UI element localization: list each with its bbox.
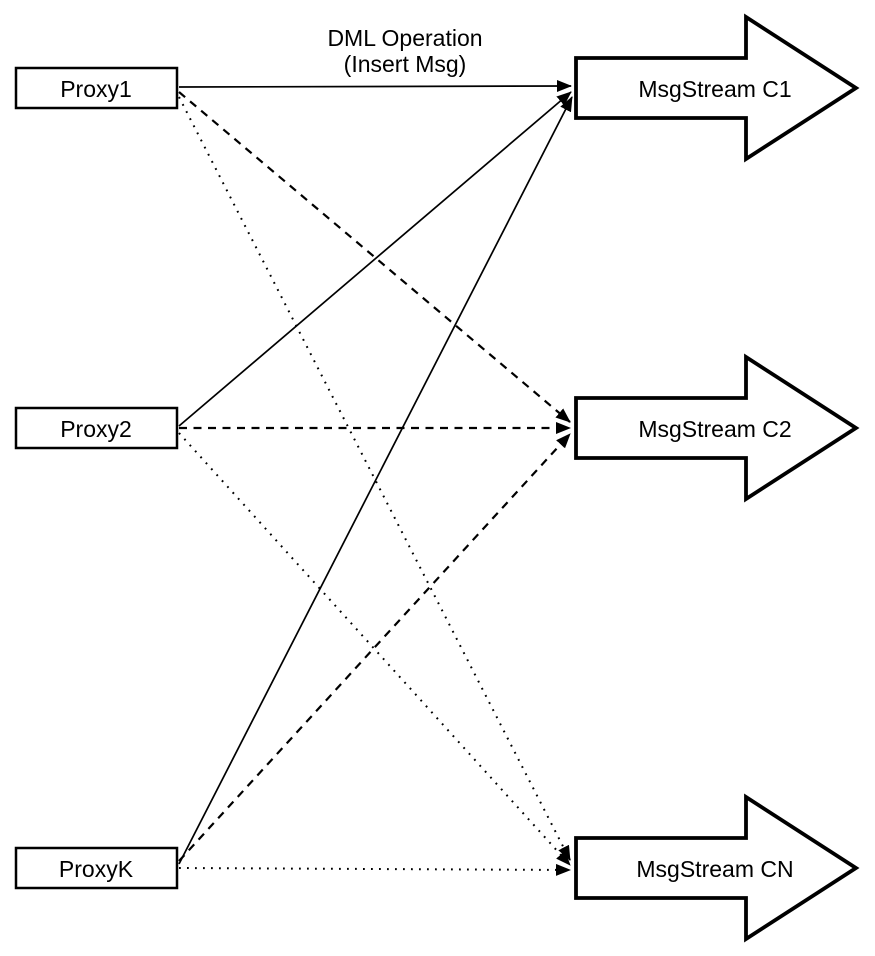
msgstream-cn-arrow-shape — [574, 793, 860, 943]
node-proxyk: ProxyK — [14, 846, 179, 890]
edge-annotation-line1: DML Operation — [327, 25, 482, 51]
msgstream-c1-label: MsgStream C1 — [638, 76, 791, 102]
msgstream-cn-label: MsgStream CN — [636, 856, 793, 882]
msgstream-c1-arrow-shape — [574, 13, 860, 163]
edge-annotation-line2: (Insert Msg) — [344, 51, 467, 77]
edge-proxy1-msgstream-c2 — [178, 91, 571, 423]
node-msgstream-c2: MsgStream C2 — [574, 353, 860, 503]
msgstream-c2-arrow-shape — [574, 353, 860, 503]
edge-annotation: DML Operation (Insert Msg) — [327, 25, 482, 77]
edge-proxy2-msgstream-cn — [178, 432, 571, 866]
proxy1-label: Proxy1 — [60, 76, 132, 102]
node-proxy2: Proxy2 — [14, 406, 179, 450]
node-proxy1: Proxy1 — [14, 66, 179, 110]
edge-proxyk-msgstream-c2 — [178, 433, 571, 862]
edge-proxy2-msgstream-c1 — [178, 91, 572, 427]
msgstream-c2-label: MsgStream C2 — [638, 416, 791, 442]
edge-proxy1-msgstream-cn — [178, 96, 571, 861]
node-msgstream-c1: MsgStream C1 — [574, 13, 860, 163]
edges — [178, 80, 573, 876]
edge-proxyk-msgstream-c1 — [178, 96, 573, 865]
proxy2-box — [14, 406, 179, 450]
proxyk-label: ProxyK — [59, 856, 134, 882]
proxyk-box — [14, 846, 179, 890]
node-msgstream-cn: MsgStream CN — [574, 793, 860, 943]
proxy2-label: Proxy2 — [60, 416, 132, 442]
proxy1-box — [14, 66, 179, 110]
edge-proxyk-msgstream-cn — [178, 863, 571, 876]
edge-proxy1-msgstream-c1 — [178, 80, 572, 93]
